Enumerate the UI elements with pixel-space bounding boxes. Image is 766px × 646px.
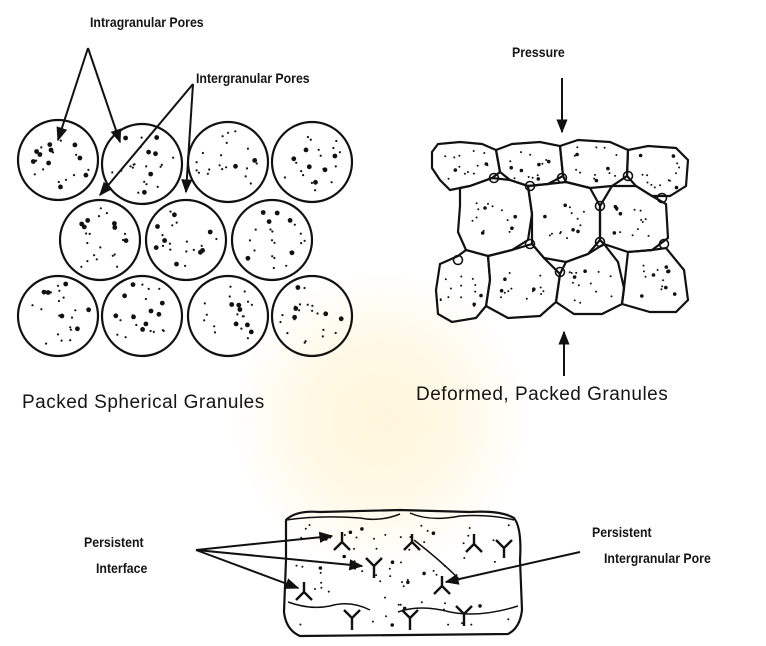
persistent-interface-arrows <box>196 536 362 588</box>
y-junctions <box>296 532 512 630</box>
deformed-packed-granules-caption: Deformed, Packed Granules <box>416 384 668 406</box>
spherical-granule <box>102 124 182 204</box>
persistent-pore-label-line2: Intergranular Pore <box>604 550 711 566</box>
intergranular-pores-label: Intergranular Pores <box>196 70 310 86</box>
spherical-granule <box>18 276 98 356</box>
persistent-interface-label-line2: Interface <box>96 560 147 576</box>
pressure-label: Pressure <box>512 44 565 60</box>
packed-spherical-granules <box>18 120 352 356</box>
intragranular-pores-label: Intragranular Pores <box>90 14 204 30</box>
spherical-granule <box>18 120 98 200</box>
pressure-arrows <box>562 78 564 376</box>
spherical-granule <box>272 122 352 202</box>
deformed-packed-granules <box>432 140 688 322</box>
spherical-granule <box>146 200 226 280</box>
spherical-granule <box>272 276 352 356</box>
spherical-granule <box>188 276 268 356</box>
intragranular-pores-arrows <box>58 48 120 142</box>
persistent-interface-label-line1: Persistent <box>84 534 144 550</box>
persistent-pore-label-line1: Persistent <box>592 524 652 540</box>
packed-spherical-granules-caption: Packed Spherical Granules <box>22 392 265 414</box>
persistent-pore-arrow <box>446 552 580 582</box>
